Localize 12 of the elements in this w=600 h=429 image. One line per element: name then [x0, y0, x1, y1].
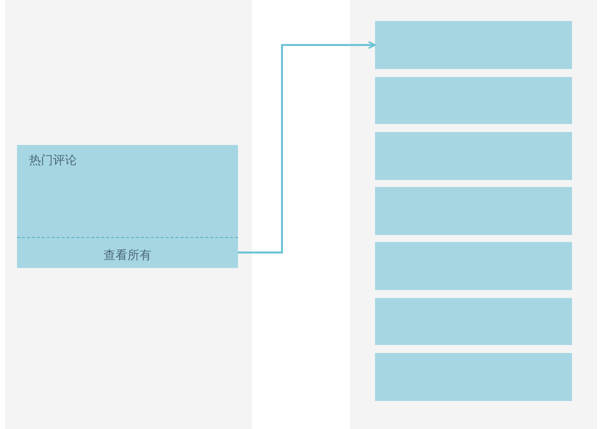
list-item-box [375, 132, 572, 180]
view-all-link: 查看所有 [102, 247, 152, 264]
list-item-box [375, 353, 572, 401]
panel-background [5, 0, 252, 429]
list-item-box [375, 21, 572, 69]
panel-background [350, 0, 597, 429]
list-item-box [375, 298, 572, 345]
card-heading: 热门评论 [29, 152, 77, 169]
list-item-box [375, 242, 572, 290]
arrow [238, 41, 376, 254]
list-item-box [375, 187, 572, 235]
list-item-box [375, 77, 572, 124]
